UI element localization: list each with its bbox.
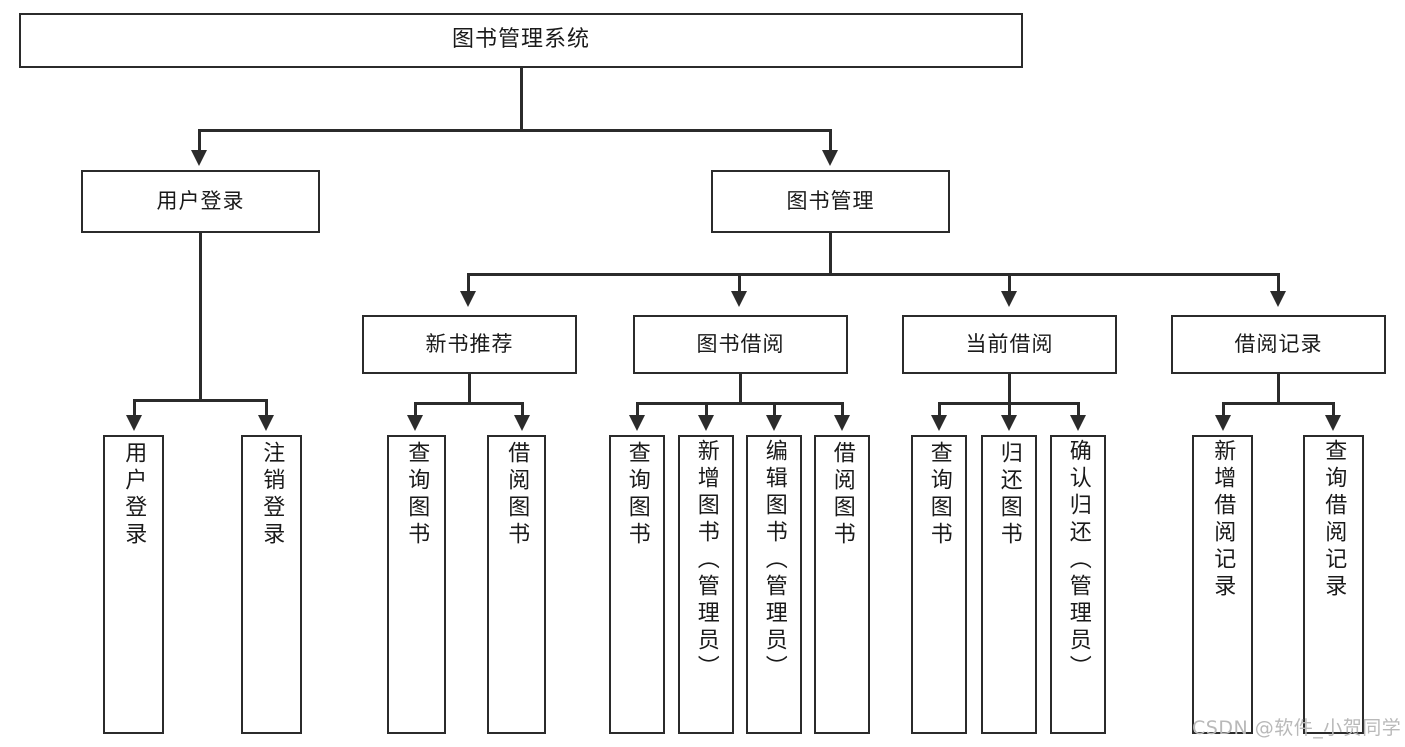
leaf-current-borrow-return[interactable]: 归还图书 xyxy=(981,435,1037,734)
arrow-down-icon xyxy=(460,291,476,307)
node-book-manage[interactable]: 图书管理 xyxy=(711,170,950,233)
connector-root-bar xyxy=(198,129,832,132)
arrow-down-icon xyxy=(1270,291,1286,307)
arrow-down-icon xyxy=(514,415,530,431)
connector-user-login-bar xyxy=(133,399,268,402)
leaf-user-login-login[interactable]: 用户登录 xyxy=(103,435,164,734)
arrow-down-icon xyxy=(834,415,850,431)
connector-book-manage-bar xyxy=(467,273,1279,276)
connector-current-borrow-child-3 xyxy=(1077,402,1080,419)
node-new-book-recommend[interactable]: 新书推荐 xyxy=(362,315,577,374)
node-current-borrow[interactable]: 当前借阅 xyxy=(902,315,1117,374)
arrow-down-icon xyxy=(629,415,645,431)
connector-borrow-record-stem xyxy=(1277,374,1280,404)
connector-book-borrow-child-3 xyxy=(773,402,776,419)
node-user-login[interactable]: 用户登录 xyxy=(81,170,320,233)
connector-new-book-bar xyxy=(414,402,524,405)
arrow-down-icon xyxy=(822,150,838,166)
connector-user-login-stem xyxy=(199,233,202,401)
connector-user-login-child-1 xyxy=(133,399,136,419)
leaf-borrow-record-query[interactable]: 查询借阅记录 xyxy=(1303,435,1364,734)
arrow-down-icon xyxy=(1001,291,1017,307)
leaf-book-borrow-borrow[interactable]: 借阅图书 xyxy=(814,435,870,734)
leaf-book-borrow-add[interactable]: 新增图书（管理员） xyxy=(678,435,734,734)
connector-new-book-child-1 xyxy=(414,402,417,419)
connector-book-borrow-child-2 xyxy=(705,402,708,419)
node-root-system[interactable]: 图书管理系统 xyxy=(19,13,1023,68)
connector-book-manage-child-4 xyxy=(1277,273,1280,295)
leaf-new-book-borrow[interactable]: 借阅图书 xyxy=(487,435,546,734)
leaf-book-borrow-edit[interactable]: 编辑图书（管理员） xyxy=(746,435,802,734)
connector-book-borrow-child-1 xyxy=(636,402,639,419)
connector-root-to-user-login xyxy=(198,129,201,154)
connector-borrow-record-child-1 xyxy=(1222,402,1225,419)
node-borrow-record[interactable]: 借阅记录 xyxy=(1171,315,1386,374)
connector-user-login-child-2 xyxy=(265,399,268,419)
leaf-new-book-query[interactable]: 查询图书 xyxy=(387,435,446,734)
leaf-book-borrow-query[interactable]: 查询图书 xyxy=(609,435,665,734)
arrow-down-icon xyxy=(1215,415,1231,431)
leaf-user-login-logout[interactable]: 注销登录 xyxy=(241,435,302,734)
connector-book-borrow-child-4 xyxy=(841,402,844,419)
arrow-down-icon xyxy=(698,415,714,431)
connector-current-borrow-child-2 xyxy=(1008,402,1011,419)
connector-borrow-record-child-2 xyxy=(1332,402,1335,419)
arrow-down-icon xyxy=(1070,415,1086,431)
arrow-down-icon xyxy=(766,415,782,431)
connector-book-manage-child-1 xyxy=(467,273,470,295)
leaf-borrow-record-add[interactable]: 新增借阅记录 xyxy=(1192,435,1253,734)
leaf-current-borrow-query[interactable]: 查询图书 xyxy=(911,435,967,734)
arrow-down-icon xyxy=(126,415,142,431)
connector-new-book-stem xyxy=(468,374,471,404)
arrow-down-icon xyxy=(191,150,207,166)
connector-book-borrow-stem xyxy=(739,374,742,404)
connector-book-borrow-bar xyxy=(636,402,844,405)
connector-root-to-book-manage xyxy=(829,129,832,154)
connector-current-borrow-child-1 xyxy=(938,402,941,419)
connector-book-manage-child-2 xyxy=(738,273,741,295)
arrow-down-icon xyxy=(731,291,747,307)
arrow-down-icon xyxy=(931,415,947,431)
arrow-down-icon xyxy=(407,415,423,431)
connector-book-manage-child-3 xyxy=(1008,273,1011,295)
connector-new-book-child-2 xyxy=(521,402,524,419)
connector-current-borrow-stem xyxy=(1008,374,1011,404)
arrow-down-icon xyxy=(1001,415,1017,431)
leaf-current-borrow-confirm-return[interactable]: 确认归还（管理员） xyxy=(1050,435,1106,734)
connector-borrow-record-bar xyxy=(1222,402,1335,405)
node-book-borrow[interactable]: 图书借阅 xyxy=(633,315,848,374)
csdn-watermark: CSDN @软件_小贺同学 xyxy=(1192,717,1402,739)
arrow-down-icon xyxy=(258,415,274,431)
arrow-down-icon xyxy=(1325,415,1341,431)
connector-book-manage-stem xyxy=(829,233,832,275)
connector-root-stem xyxy=(520,68,523,131)
